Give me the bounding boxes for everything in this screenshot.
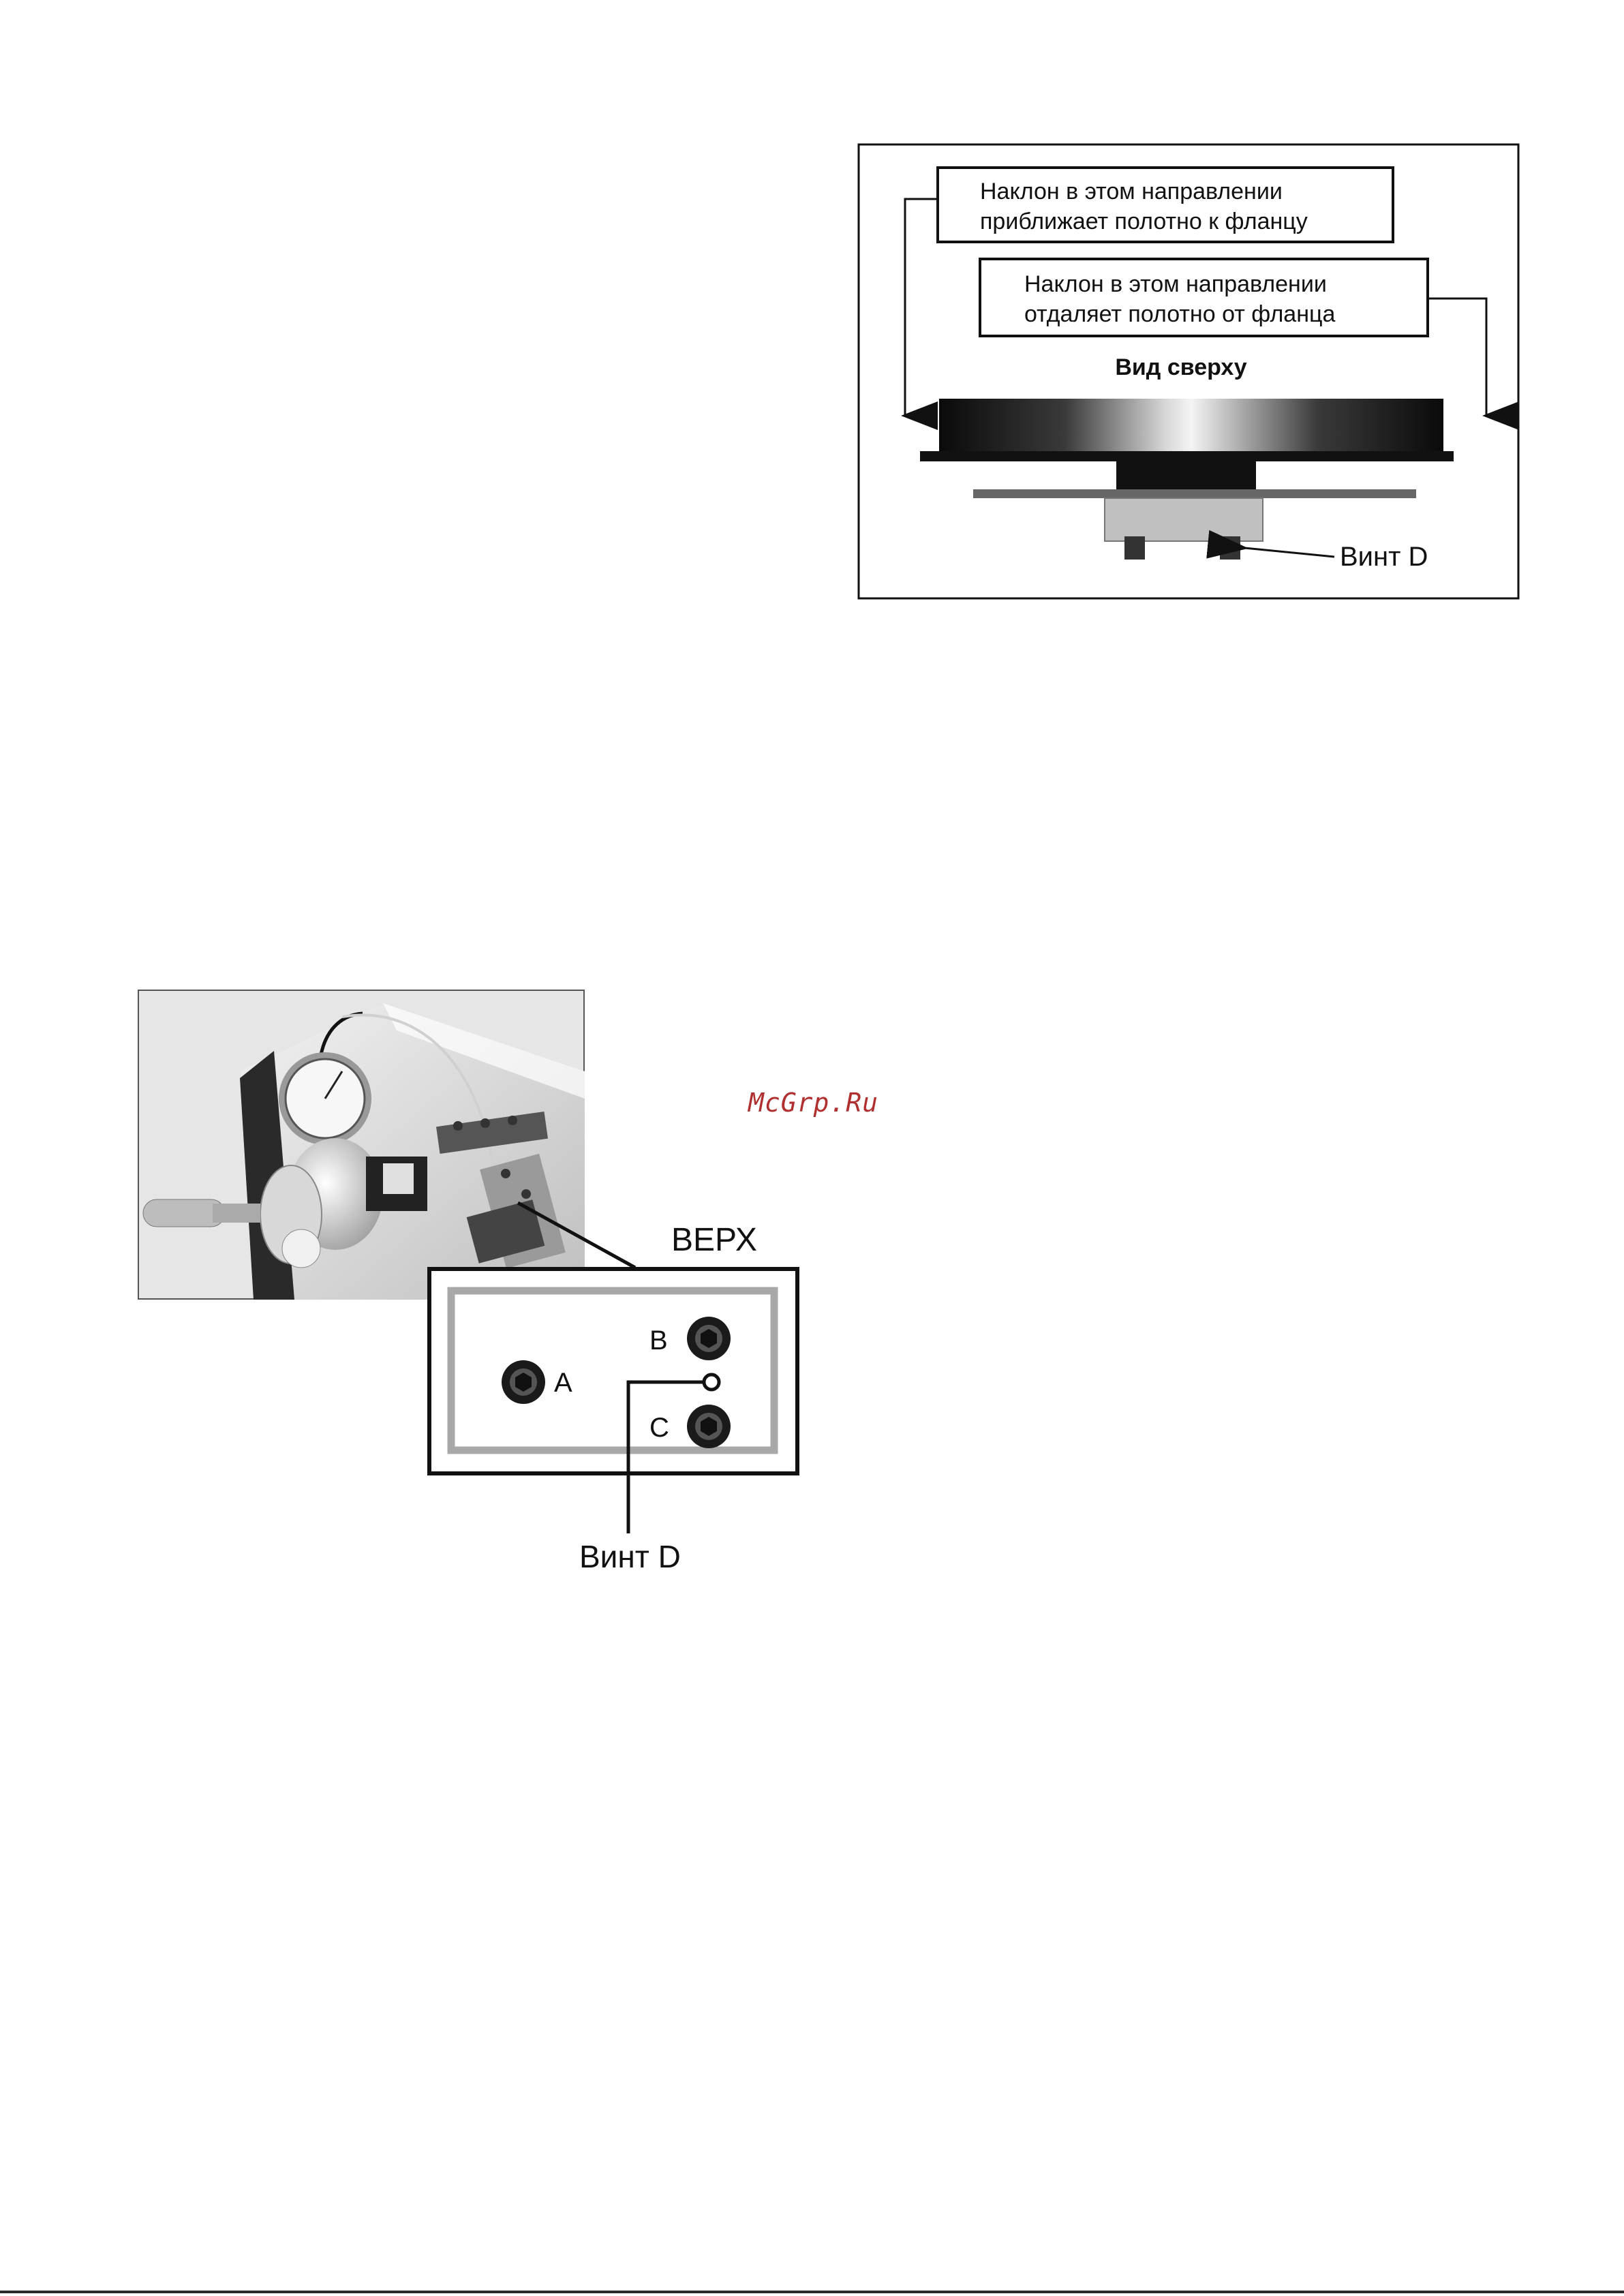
label-toward-line1: Наклон в этом направлении — [980, 179, 1283, 204]
blade-base-plate — [920, 451, 1454, 461]
watermark: McGrp.Ru — [748, 1088, 878, 1118]
panel-leader-line — [518, 1203, 635, 1268]
page-bottom-rule — [0, 2291, 1624, 2293]
view-title: Вид сверху — [1115, 354, 1246, 380]
screw-d-bottom-label: Винт D — [579, 1539, 681, 1574]
screw-b-label: B — [649, 1326, 668, 1356]
screw-d-label: Винт D — [1340, 542, 1428, 572]
blade-tilt-diagram: Наклон в этом направлении приближает пол… — [857, 143, 1522, 603]
flange — [1116, 461, 1256, 491]
mounting-block — [1105, 498, 1263, 541]
screw-left — [1124, 536, 1145, 560]
screw-c-label: C — [649, 1413, 669, 1443]
guide-bar — [973, 489, 1416, 498]
screw-d-marker — [704, 1375, 719, 1390]
screw-a-label: A — [554, 1368, 572, 1398]
panel-title: ВЕРХ — [671, 1222, 757, 1258]
saw-blade — [939, 399, 1443, 455]
top-panel-diagram: ВЕРХ A B C Винт D — [423, 1199, 804, 1595]
label-toward-line2: приближает полотно к фланцу — [980, 209, 1308, 234]
label-away-line2: отдаляет полотно от фланца — [1024, 301, 1335, 327]
screw-d — [1220, 536, 1240, 560]
panel-outer — [429, 1269, 797, 1473]
label-away-line1: Наклон в этом направлении — [1024, 271, 1327, 297]
